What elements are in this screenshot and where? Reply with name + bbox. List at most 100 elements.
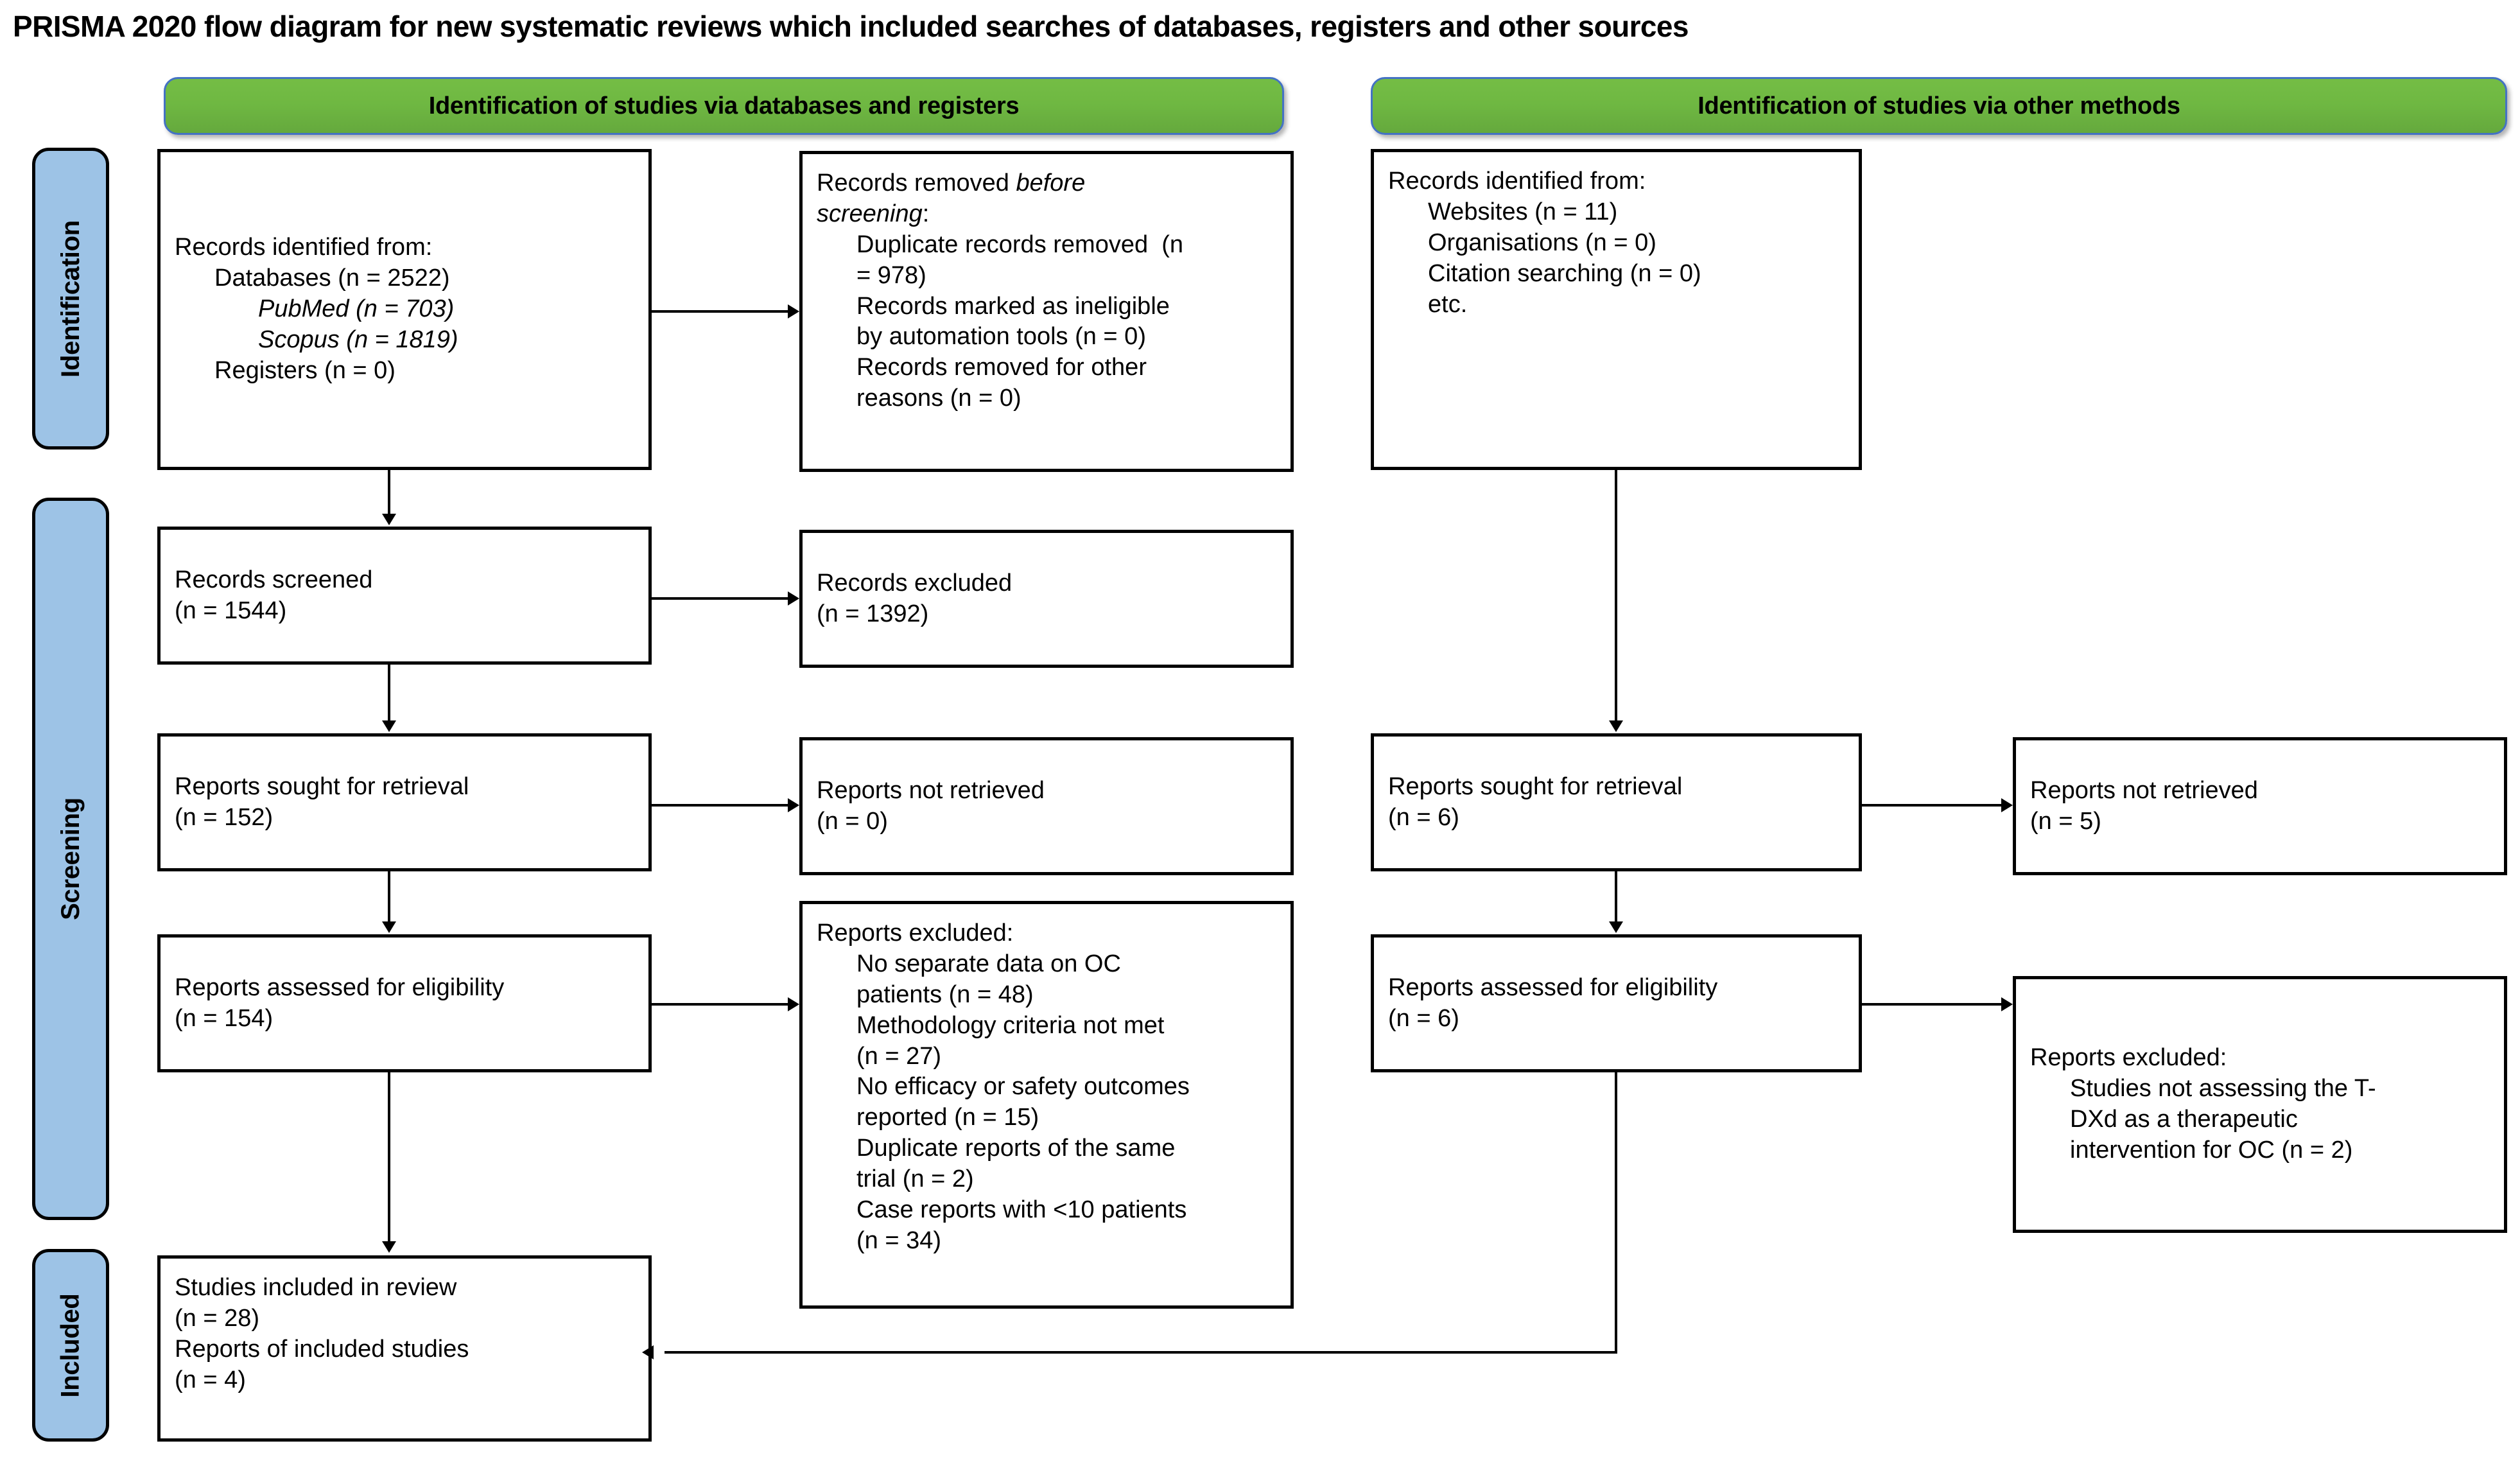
box-reports-not-retrieved-left: Reports not retrieved (n = 0): [799, 737, 1294, 875]
box-line: Organisations (n = 0): [1428, 229, 1656, 256]
column-header-databases: Identification of studies via databases …: [164, 77, 1284, 135]
box-line: No efficacy or safety outcomes: [856, 1073, 1190, 1101]
box-studies-included-content: Studies included in review(n = 28)Report…: [175, 1273, 636, 1396]
box-line: DXd as a therapeutic: [2070, 1106, 2298, 1133]
arrow-identified-to-screened: [382, 514, 396, 525]
box-reports-sought-right: Reports sought for retrieval (n = 6): [1371, 733, 1862, 871]
box-reports-not-retrieved-right: Reports not retrieved (n = 5): [2013, 737, 2507, 875]
box-reports-sought-right-content: Reports sought for retrieval (n = 6): [1388, 772, 1846, 833]
connector-sought-to-notretrieved-left: [652, 804, 788, 807]
box-line: Case reports with <10 patients: [856, 1196, 1187, 1223]
box-line: reported (n = 15): [856, 1104, 1039, 1131]
box-line: etc.: [1428, 290, 1468, 318]
box-reports-excluded-right-content: Reports excluded: Studies not assessing t…: [2030, 1043, 2491, 1166]
connector-identified-to-removed: [652, 310, 788, 313]
box-line: Studies not assessing the T-: [2070, 1075, 2376, 1103]
box-records-identified-content: Records identified from:Databases (n = 2…: [175, 232, 636, 386]
column-header-databases-text: Identification of studies via databases …: [428, 92, 1020, 119]
box-reports-not-retrieved-right-content: Reports not retrieved (n = 5): [2030, 776, 2491, 837]
connector-sought-to-assessed-left: [388, 871, 390, 923]
connector-identified-to-screened: [388, 470, 390, 515]
box-line: Reports sought for retrieval: [1388, 772, 1683, 800]
box-line: (n = 1392): [817, 600, 929, 627]
box-line: No separate data on OC: [856, 950, 1121, 977]
connector-screened-to-excluded: [652, 597, 788, 600]
box-line: (n = 1544): [175, 597, 287, 624]
box-studies-included: Studies included in review(n = 28)Report…: [157, 1255, 652, 1442]
stage-label-included-text: Included: [56, 1293, 85, 1398]
box-line: (n = 152): [175, 803, 274, 831]
box-line: (n = 5): [2030, 807, 2101, 835]
box-line: Reports assessed for eligibility: [1388, 973, 1718, 1001]
box-line: (n = 154): [175, 1004, 274, 1032]
arrow-sought-to-notretrieved-right: [2001, 798, 2013, 812]
box-line: Records screened: [175, 566, 373, 593]
box-line: (n = 4): [175, 1366, 246, 1393]
page-title: PRISMA 2020 flow diagram for new systema…: [13, 10, 1689, 43]
box-line: Databases (n = 2522): [214, 265, 450, 292]
box-reports-assessed-right: Reports assessed for eligibility (n = 6): [1371, 934, 1862, 1072]
box-reports-assessed-left-content: Reports assessed for eligibility (n = 154…: [175, 973, 636, 1034]
box-line: Reports sought for retrieval: [175, 772, 469, 800]
box-line: Records removed before: [817, 170, 1086, 196]
arrow-sought-to-assessed-right: [1609, 921, 1623, 933]
connector-sought-to-notretrieved-right: [1862, 804, 2001, 807]
column-header-other-methods-text: Identification of studies via other meth…: [1698, 92, 2180, 119]
arrow-screened-to-excluded: [788, 591, 799, 606]
connector-assessed-right-to-included: [665, 1351, 1616, 1354]
stage-label-identification-text: Identification: [56, 220, 85, 378]
box-line: Reports not retrieved: [817, 776, 1045, 804]
box-line: (n = 28): [175, 1304, 260, 1332]
box-line: Reports excluded:: [817, 920, 1014, 947]
box-records-screened-content: Records screened (n = 1544): [175, 565, 636, 627]
connector-assessed-to-excluded-left: [652, 1003, 788, 1006]
connector-sought-to-assessed-right: [1615, 871, 1617, 923]
box-line: patients (n = 48): [856, 981, 1034, 1008]
box-line: Records identified from:: [1388, 168, 1646, 195]
box-records-excluded-content: Records excluded (n = 1392): [817, 568, 1278, 630]
box-line: Citation searching (n = 0): [1428, 259, 1701, 287]
box-reports-excluded-right: Reports excluded: Studies not assessing t…: [2013, 976, 2507, 1233]
box-line: screening:: [817, 200, 930, 227]
box-reports-sought-left: Reports sought for retrieval (n = 152): [157, 733, 652, 871]
box-reports-not-retrieved-left-content: Reports not retrieved (n = 0): [817, 776, 1278, 837]
box-line: reasons (n = 0): [856, 385, 1021, 412]
box-line: Websites (n = 11): [1428, 198, 1618, 225]
box-line: (n = 6): [1388, 803, 1459, 831]
box-records-screened: Records screened (n = 1544): [157, 527, 652, 665]
arrow-screened-to-sought: [382, 720, 396, 732]
stage-label-screening-text: Screening: [56, 798, 85, 920]
box-records-identified: Records identified from:Databases (n = 2…: [157, 149, 652, 470]
box-line: Records excluded: [817, 569, 1012, 597]
box-line: Reports excluded:: [2030, 1044, 2227, 1072]
connector-assessed-to-excluded-right: [1862, 1003, 2001, 1006]
box-line: intervention for OC (n = 2): [2070, 1136, 2353, 1164]
box-line: Scopus (n = 1819): [258, 326, 458, 353]
arrow-sought-to-assessed-left: [382, 921, 396, 933]
box-line: Reports assessed for eligibility: [175, 973, 505, 1001]
box-line: Studies included in review: [175, 1274, 457, 1301]
arrow-assessed-to-excluded-right: [2001, 997, 2013, 1011]
box-line: trial (n = 2): [856, 1165, 974, 1192]
box-line: Duplicate reports of the same: [856, 1135, 1176, 1162]
box-reports-excluded-left: Reports excluded: No separate data on OC p…: [799, 901, 1294, 1309]
arrow-sought-to-notretrieved-left: [788, 798, 799, 812]
connector-assessed-to-included: [388, 1072, 390, 1243]
box-records-identified-other: Records identified from: Websites (n = 11…: [1371, 149, 1862, 470]
box-line: Records removed for other: [856, 354, 1147, 381]
box-line: PubMed (n = 703): [258, 295, 455, 323]
box-line: (n = 34): [856, 1226, 942, 1254]
box-line: (n = 6): [1388, 1004, 1459, 1032]
box-line: = 978): [856, 261, 926, 289]
box-line: Records marked as ineligible: [856, 292, 1170, 320]
arrow-assessed-to-included: [382, 1241, 396, 1253]
box-line: Reports not retrieved: [2030, 776, 2258, 804]
connector-assessed-right-down: [1615, 1072, 1617, 1354]
connector-identified-other-to-sought: [1615, 470, 1617, 722]
arrow-identified-other-to-sought: [1609, 720, 1623, 732]
box-records-excluded: Records excluded (n = 1392): [799, 530, 1294, 668]
box-line: (n = 0): [817, 807, 888, 835]
arrow-identified-to-removed: [788, 304, 799, 318]
